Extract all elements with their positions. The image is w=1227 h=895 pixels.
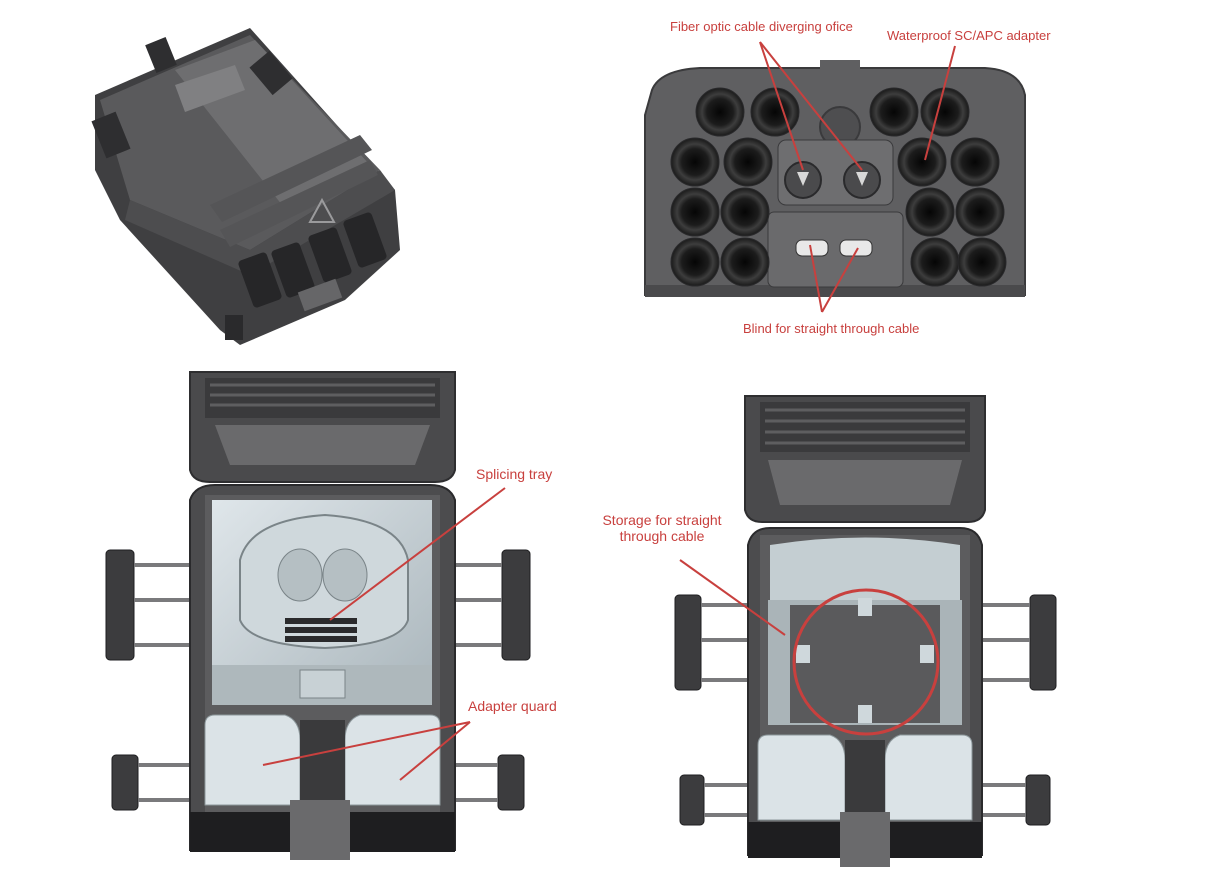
closed-enclosure-image <box>91 28 400 345</box>
annotation-leaders <box>262 41 956 781</box>
label-storage-straight: Storage for straight through cable <box>592 512 732 544</box>
open-enclosure-storage-image <box>674 395 1057 867</box>
label-storage-line1: Storage for straight <box>602 512 722 528</box>
label-fiber-diverging: Fiber optic cable diverging ofice <box>670 19 853 34</box>
label-waterproof-adapter: Waterproof SC/APC adapter <box>887 28 1051 43</box>
open-enclosure-tray-image <box>105 371 531 860</box>
label-splicing-tray: Splicing tray <box>476 466 553 482</box>
label-storage-line2: through cable <box>619 528 705 544</box>
label-adapter-quard: Adapter quard <box>468 698 557 714</box>
port-face-image <box>644 60 1026 297</box>
label-blind-straight: Blind for straight through cable <box>743 321 920 336</box>
